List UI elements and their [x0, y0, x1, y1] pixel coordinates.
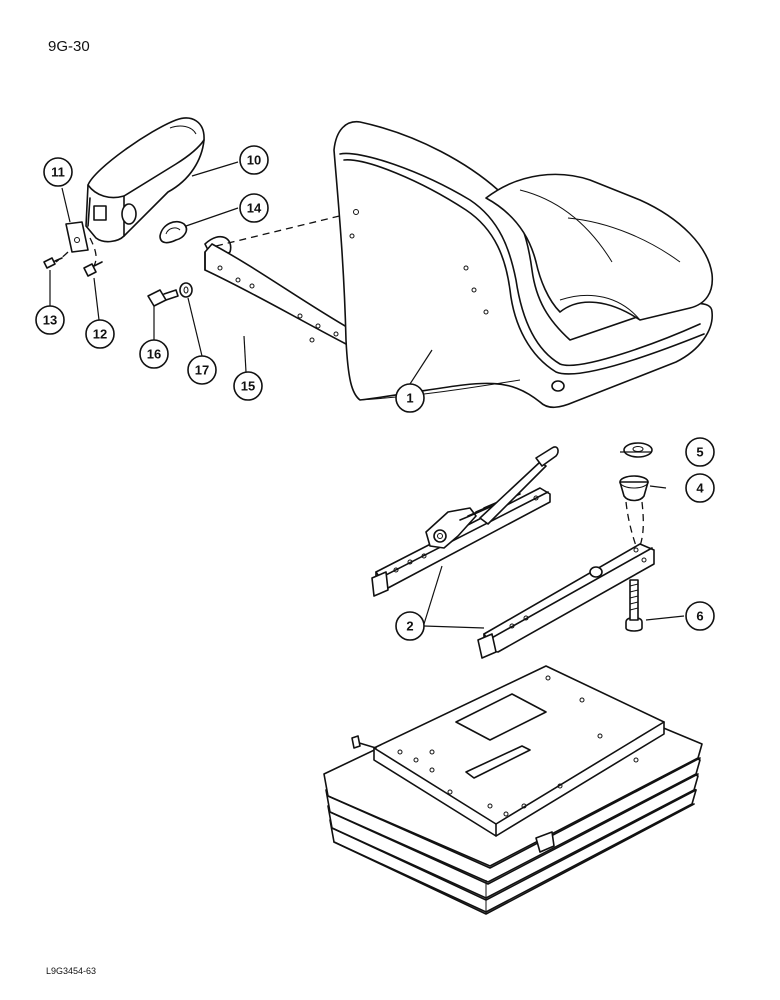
- svg-text:15: 15: [241, 379, 255, 394]
- page-number: 9G-30: [48, 38, 90, 55]
- svg-text:2: 2: [406, 619, 413, 634]
- bolt: [625, 579, 643, 632]
- callout-2: 2: [395, 611, 425, 641]
- armrest: [85, 117, 205, 243]
- bolt: [147, 289, 179, 307]
- armrest-bracket: [204, 235, 353, 345]
- svg-text:13: 13: [43, 313, 57, 328]
- svg-text:4: 4: [696, 481, 704, 496]
- callout-12: 12: [85, 319, 115, 349]
- svg-text:6: 6: [696, 609, 703, 624]
- callout-1: 1: [395, 383, 425, 413]
- svg-text:1: 1: [406, 391, 413, 406]
- trim-plate: [65, 221, 89, 253]
- callout-6: 6: [685, 601, 715, 631]
- callout-13: 13: [35, 305, 65, 335]
- seat-slide-rail-with-lever: [371, 446, 559, 597]
- callout-14: 14: [239, 193, 269, 223]
- svg-text:17: 17: [195, 363, 209, 378]
- nut: [623, 442, 653, 458]
- gasket: [159, 220, 188, 244]
- seat-shell: [333, 121, 714, 409]
- callout-5: 5: [685, 437, 715, 467]
- callout-16: 16: [139, 339, 169, 369]
- callout-17: 17: [187, 355, 217, 385]
- callout-11: 11: [43, 157, 73, 187]
- callout-4: 4: [685, 473, 715, 503]
- svg-text:10: 10: [247, 153, 261, 168]
- leader-lines: [49, 161, 685, 629]
- callout-10: 10: [239, 145, 269, 175]
- screw: [83, 261, 103, 277]
- svg-text:14: 14: [247, 201, 262, 216]
- callout-15: 15: [233, 371, 263, 401]
- svg-text:11: 11: [51, 165, 65, 180]
- rubber-mount: [619, 475, 649, 502]
- svg-text:12: 12: [93, 327, 107, 342]
- svg-text:16: 16: [147, 347, 161, 362]
- seat-suspension-base: [323, 665, 703, 915]
- seat-slide-rail: [477, 543, 655, 659]
- washer: [179, 282, 193, 298]
- figure-code: L9G3454-63: [46, 966, 97, 976]
- svg-text:5: 5: [696, 445, 703, 460]
- screw: [43, 257, 63, 269]
